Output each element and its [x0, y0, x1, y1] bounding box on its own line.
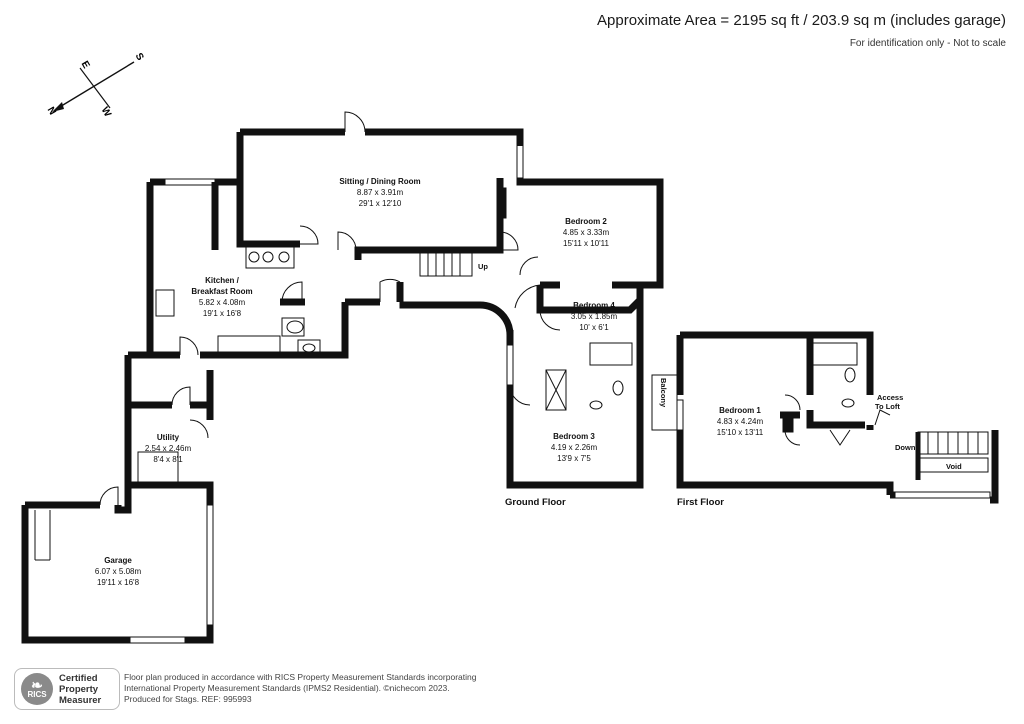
access-to-loft-line2: To Loft [875, 402, 900, 411]
stairs-up-label: Up [478, 262, 488, 271]
garage-name: Garage [104, 556, 132, 565]
bedroom2-name: Bedroom 2 [565, 217, 607, 226]
kitchen-metric: 5.82 x 4.08m [199, 298, 246, 307]
compass-w: W [99, 105, 114, 119]
sitting-dining-room-name: Sitting / Dining Room [339, 177, 420, 186]
rics-logo-text: RICS [27, 690, 47, 699]
access-to-loft-line1: Access [877, 393, 903, 402]
garage-imperial: 19'11 x 16'8 [97, 578, 140, 587]
kitchen-name-line2: Breakfast Room [191, 287, 252, 296]
void-label: Void [946, 462, 962, 471]
kitchen-name-line1: Kitchen / [205, 276, 240, 285]
first-floor-walls [676, 331, 999, 504]
bedroom3-imperial: 13'9 x 7'5 [557, 454, 591, 463]
utility-name: Utility [157, 433, 180, 442]
footer-line1: Floor plan produced in accordance with R… [124, 672, 477, 682]
bedroom4-name: Bedroom 4 [573, 301, 615, 310]
compass-icon: S N E W [45, 51, 146, 119]
fixtures [34, 187, 858, 561]
bedroom3-metric: 4.19 x 2.26m [551, 443, 598, 452]
utility-imperial: 8'4 x 8'1 [153, 455, 183, 464]
rics-logo-icon: RICS [21, 663, 53, 707]
ground-floor-walls [21, 128, 664, 644]
bedroom2-metric: 4.85 x 3.33m [563, 228, 610, 237]
first-floor-stairs [915, 431, 989, 480]
footer-line2: International Property Measurement Stand… [124, 683, 450, 693]
bedroom4-metric: 3.05 x 1.85m [571, 312, 618, 321]
rics-certified-badge: RICS Certified Property Measurer [14, 663, 120, 710]
badge-line3: Measurer [59, 695, 102, 706]
compass-s: S [133, 51, 146, 63]
garage-metric: 6.07 x 5.08m [95, 567, 142, 576]
badge-line1: Certified [59, 673, 98, 684]
footer-text: Floor plan produced in accordance with R… [124, 672, 476, 705]
sitting-dining-room-imperial: 29'1 x 12'10 [359, 199, 402, 208]
door-swings [99, 111, 891, 506]
approximate-area-heading: Approximate Area = 2195 sq ft / 203.9 sq… [597, 12, 1006, 29]
bedroom1-name: Bedroom 1 [719, 406, 761, 415]
bedroom1-imperial: 15'10 x 13'11 [717, 428, 764, 437]
kitchen-imperial: 19'1 x 16'8 [203, 309, 242, 318]
compass-e: E [79, 59, 92, 71]
ground-floor-stairs [419, 251, 473, 277]
identification-note: For identification only - Not to scale [849, 38, 1006, 49]
sitting-dining-room-metric: 8.87 x 3.91m [357, 188, 404, 197]
footer-line3: Produced for Stags. REF: 995993 [124, 694, 252, 704]
bedroom4-imperial: 10' x 6'1 [579, 323, 609, 332]
curved-wall [479, 301, 514, 336]
bedroom2-imperial: 15'11 x 10'11 [563, 239, 609, 248]
ground-floor-label: Ground Floor [505, 497, 566, 508]
utility-metric: 2.54 x 2.46m [145, 444, 192, 453]
stairs-down-label: Down [895, 443, 916, 452]
balcony-label: Balcony [659, 378, 668, 408]
badge-line2: Property [59, 684, 99, 695]
first-floor-label: First Floor [677, 497, 724, 508]
compass-n: N [45, 105, 58, 117]
bedroom1-metric: 4.83 x 4.24m [717, 417, 764, 426]
bedroom3-name: Bedroom 3 [553, 432, 595, 441]
